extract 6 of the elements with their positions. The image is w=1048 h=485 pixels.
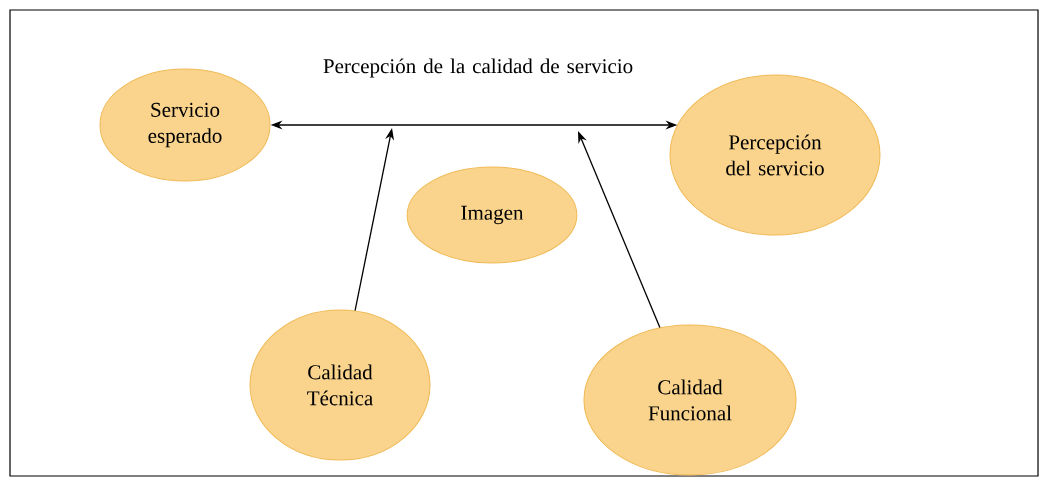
ellipse-node: Percepción del servicio <box>669 74 881 236</box>
ellipse-node: Calidad Funcional <box>583 324 797 476</box>
ellipse-node: Imagen <box>406 166 578 264</box>
ellipse-node: Servicio esperado <box>99 68 271 182</box>
edge-label: Percepción de la calidad de servicio <box>323 58 633 78</box>
ellipse-node: Calidad Técnica <box>249 309 431 461</box>
